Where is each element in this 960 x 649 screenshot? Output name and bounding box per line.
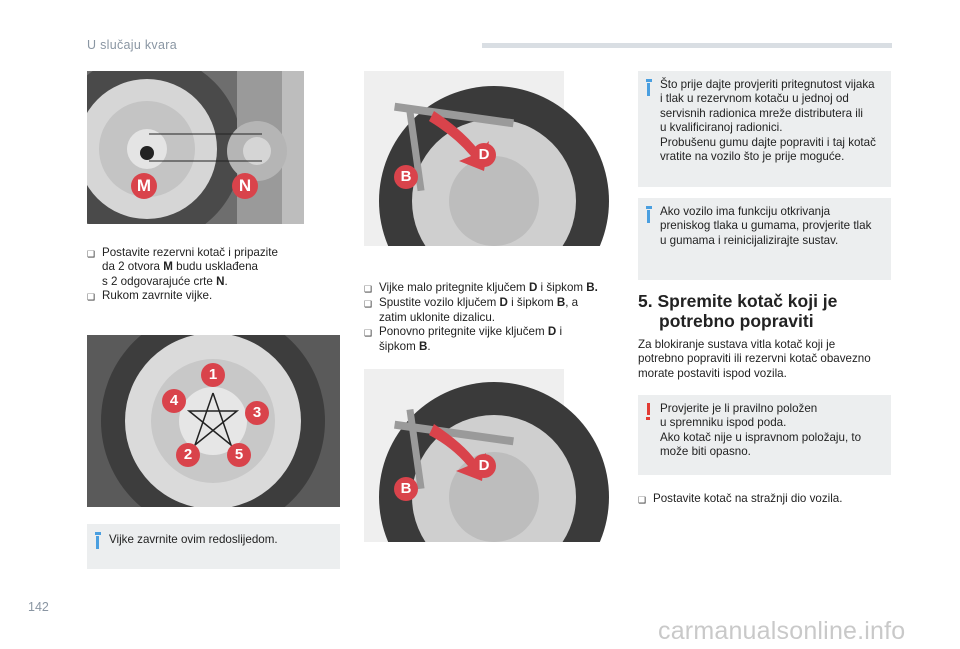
step-text: i šipkom — [537, 281, 587, 294]
info-icon — [95, 532, 101, 549]
label-n: N — [238, 176, 252, 195]
label-5: 5 — [234, 446, 244, 463]
info-icon — [646, 206, 652, 223]
step-text: zatim uklonite dizalicu. — [379, 310, 495, 324]
label-m: M — [136, 176, 152, 195]
para-line: potrebno popraviti ili rezervni kotač ob… — [638, 352, 871, 366]
step-text: Spustite vozilo ključem — [379, 296, 500, 310]
ref-n: N — [216, 274, 225, 288]
label-d: D — [478, 146, 490, 163]
header-bar — [482, 43, 892, 48]
info-text: vratite na vozilo što je prije moguće. — [660, 150, 845, 164]
info-box-check: Što prije dajte provjeriti pritegnutost … — [638, 71, 891, 187]
step-text: Vijke malo pritegnite ključem — [379, 281, 529, 294]
info-text: servisnih radionica mreže distributera i… — [660, 106, 863, 120]
step-list-col2: ❑ Vijke malo pritegnite ključem D i šipk… — [364, 281, 614, 354]
label-2: 2 — [183, 446, 193, 463]
label-3: 3 — [252, 404, 262, 421]
info-icon — [646, 79, 652, 96]
info-text: u gumama i reinicijalizirajte sustav. — [660, 233, 839, 247]
step-text: s 2 odgovarajuće crte — [102, 274, 217, 288]
ref-b: B — [556, 296, 566, 310]
step-text: Postavite rezervni kotač i pripazite — [102, 246, 278, 259]
step-text: . — [224, 274, 228, 288]
figure-wrench-tighten: D B — [364, 71, 613, 246]
heading-line: 5. Spremite kotač koji je — [638, 291, 838, 311]
label-b: B — [400, 168, 412, 185]
step-text: budu usklađena — [172, 260, 258, 274]
bullet-icon: ❑ — [638, 495, 647, 505]
section-heading: 5. Spremite kotač koji je potrebno popra… — [638, 291, 898, 331]
heading-line: potrebno popraviti — [659, 311, 814, 331]
info-box-order: Vijke zavrnite ovim redoslijedom. — [87, 524, 340, 569]
watermark: carmanualsonline.info — [658, 617, 906, 645]
figure-wrench-final: D B — [364, 369, 613, 542]
paragraph: Za blokiranje sustava vitla kotač koji j… — [638, 338, 898, 381]
step-text: Postavite kotač na stražnji dio vozila. — [653, 492, 843, 505]
label-1: 1 — [208, 366, 218, 383]
page-number: 142 — [28, 600, 49, 614]
para-line: Za blokiranje sustava vitla kotač koji j… — [638, 338, 836, 351]
ref-d: D — [547, 325, 557, 339]
step-text: šipkom — [379, 339, 419, 353]
info-text: Što prije dajte provjeriti pritegnutost … — [660, 78, 875, 91]
bullet-icon: ❑ — [364, 299, 373, 310]
info-text: u kvalificiranoj radionici. — [660, 121, 783, 135]
step-text: i šipkom — [507, 296, 557, 310]
step-text: , a — [565, 296, 579, 310]
figure-tightening-order: 1 3 5 2 4 — [87, 335, 340, 507]
info-text: Probušenu gumu dajte popraviti i taj kot… — [660, 135, 876, 149]
step-text: i — [556, 325, 563, 339]
info-text: i tlak u rezervnom kotaču u jednoj od — [660, 92, 849, 106]
step-text: da 2 otvora — [102, 260, 164, 274]
label-4: 4 — [169, 392, 179, 409]
warning-box: Provjerite je li pravilno položen u spre… — [638, 395, 891, 475]
bullet-icon: ❑ — [364, 284, 373, 294]
bullet-icon: ❑ — [87, 249, 96, 259]
ref-d: D — [528, 281, 538, 294]
bullet-icon: ❑ — [364, 328, 373, 339]
step-text: Ponovno pritegnite vijke ključem — [379, 325, 548, 339]
info-text: Ako vozilo ima funkciju otkrivanja — [660, 205, 831, 218]
label-d: D — [478, 457, 490, 474]
step-text: . — [427, 339, 431, 353]
info-text: Vijke zavrnite ovim redoslijedom. — [109, 533, 278, 546]
ref-b: B. — [586, 281, 598, 294]
info-box-tpms: Ako vozilo ima funkciju otkrivanja preni… — [638, 198, 891, 280]
warning-text: Ako kotač nije u ispravnom položaju, to — [660, 430, 862, 444]
final-step: ❑ Postavite kotač na stražnji dio vozila… — [638, 492, 898, 507]
bullet-icon: ❑ — [87, 292, 96, 303]
info-text: preniskog tlaka u gumama, provjerite tla… — [660, 219, 872, 233]
label-b: B — [400, 480, 412, 497]
step-text: Rukom zavrnite vijke. — [102, 289, 213, 303]
ref-b: B — [418, 339, 428, 353]
section-title: U slučaju kvara — [87, 38, 177, 52]
warning-text: Provjerite je li pravilno položen — [660, 402, 818, 415]
figure-wheel-alignment: M N — [87, 71, 304, 224]
ref-m: M — [163, 260, 173, 274]
para-line: morate postaviti ispod vozila. — [638, 366, 787, 380]
warning-text: može biti opasno. — [660, 445, 751, 459]
step-list-col1: ❑ Postavite rezervni kotač i pripazite d… — [87, 246, 307, 305]
ref-d: D — [499, 296, 508, 310]
warning-icon — [646, 403, 652, 420]
warning-text: u spremniku ispod poda. — [660, 416, 787, 430]
